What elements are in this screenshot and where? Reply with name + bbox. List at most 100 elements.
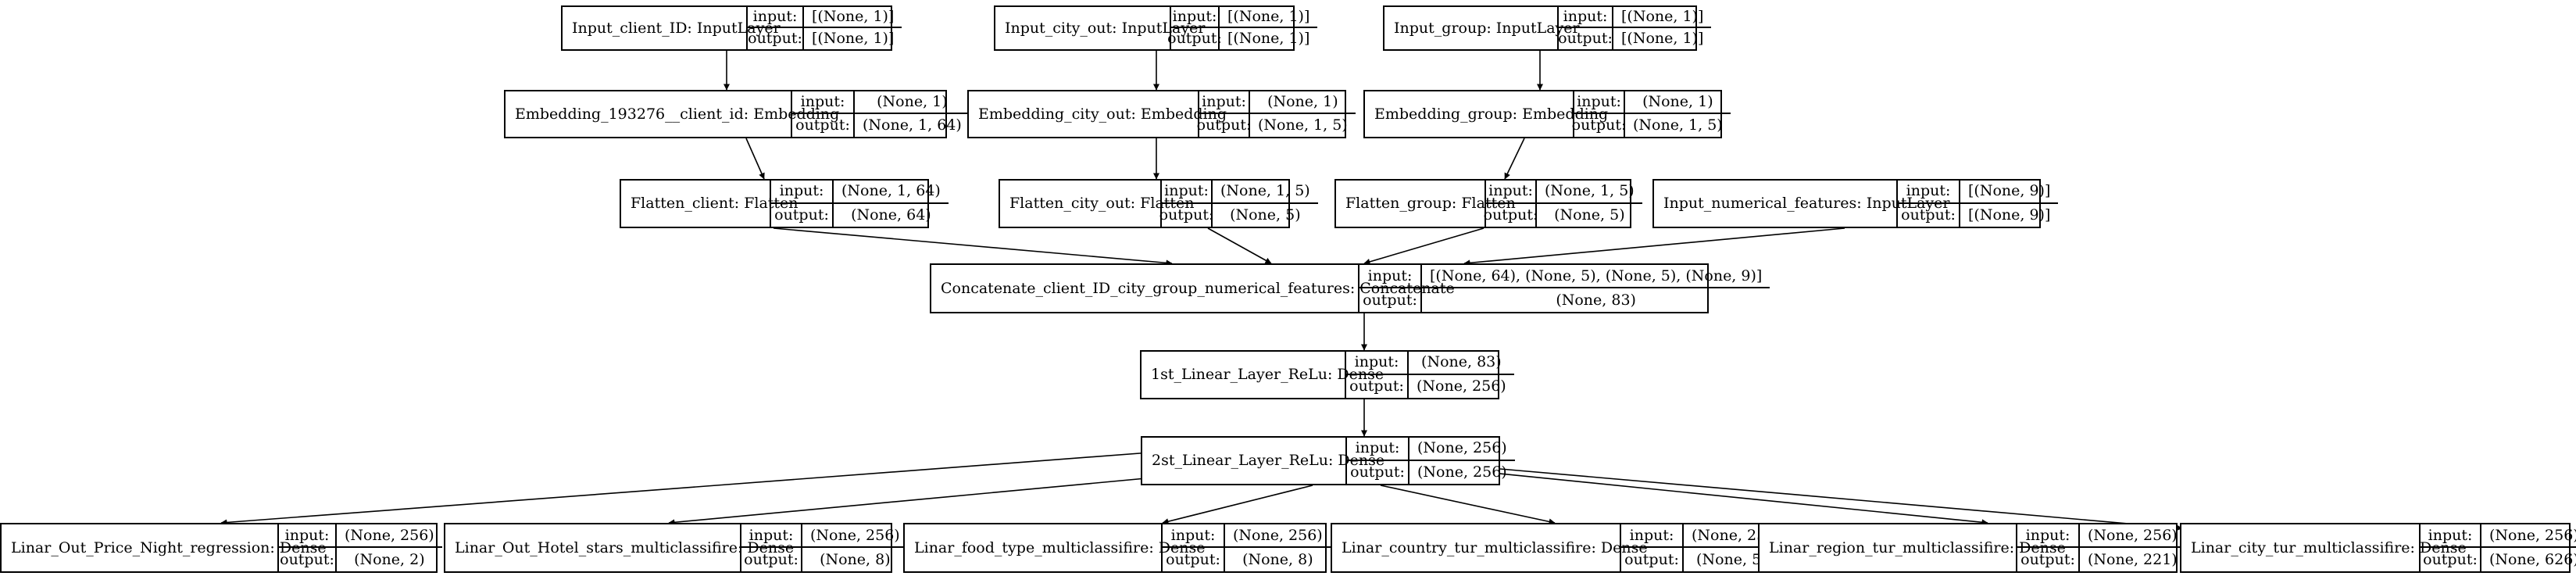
edge-flat-group-to-concat — [1363, 227, 1485, 265]
layer-label: Embedding_193276__client_id: Embedding — [506, 91, 839, 137]
input-key: input: — [279, 524, 337, 548]
edge-lin2-to-out-hotel — [668, 470, 1222, 526]
layer-label: Flatten_client: Flatten — [621, 181, 799, 227]
output-key: output: — [1572, 114, 1626, 137]
input-shape: [(None, 9)] — [1960, 181, 2059, 204]
output-shape: (None, 53) — [1696, 550, 1777, 568]
input-shape: (None, 256) — [2080, 524, 2185, 548]
output-key: output: — [279, 548, 337, 571]
output-shape: (None, 8) — [820, 550, 891, 568]
input-shape: [(None, 1)] — [804, 7, 902, 28]
output-key: output: — [1167, 28, 1222, 49]
input-key: input: — [771, 181, 834, 204]
layer-label: 2st_Linear_Layer_ReLu: Dense — [1142, 438, 1384, 484]
layer-label: Embedding_city_out: Embedding — [969, 91, 1227, 137]
output-shape: (None, 221) — [2088, 550, 2178, 568]
input-shape: [(None, 1)] — [1613, 7, 1712, 28]
layer-label: Linar_Out_Price_Night_regression: Dense — [2, 524, 327, 571]
input-shape: [(None, 1)] — [1220, 7, 1318, 28]
output-key: output: — [2017, 548, 2080, 571]
output-key: output: — [748, 28, 804, 49]
output-key: output: — [1163, 548, 1225, 571]
layer-node-out-hotel: Linar_Out_Hotel_stars_multiclassifire: D… — [444, 523, 908, 573]
edge-emb-client-to-flat-client — [745, 138, 765, 180]
edge-input-num-to-concat — [1463, 227, 1845, 267]
layer-label: Linar_city_tur_multiclassifire: Dense — [2181, 524, 2467, 571]
input-key: input: — [1559, 7, 1613, 28]
layer-label: Linar_region_tur_multiclassifire: Dense — [1760, 524, 2066, 571]
edge-lin2-to-out-region — [1476, 470, 1988, 526]
edge-flat-city-to-concat — [1207, 227, 1272, 264]
output-shape: [(None, 9)] — [1968, 206, 2051, 224]
input-key: input: — [1346, 352, 1409, 375]
output-shape: (None, 83) — [1556, 291, 1636, 309]
input-shape: (None, 256) — [337, 524, 442, 548]
output-key: output: — [1621, 548, 1684, 571]
input-shape: (None, 1, 64) — [834, 181, 949, 204]
layer-label: Flatten_city_out: Flatten — [1000, 181, 1195, 227]
input-shape: (None, 83) — [1409, 352, 1514, 375]
input-key: input: — [1163, 524, 1225, 548]
layer-label: Linar_Out_Hotel_stars_multiclassifire: D… — [445, 524, 794, 571]
output-shape: (None, 64) — [851, 206, 931, 224]
layer-node-out-country: Linar_country_tur_multiclassifire: Dense… — [1331, 523, 1789, 573]
layer-label: Concatenate_client_ID_city_group_numeric… — [931, 265, 1455, 312]
input-shape: (None, 1, 5) — [1537, 181, 1642, 204]
output-key: output: — [1484, 203, 1538, 227]
input-key: input: — [1359, 265, 1422, 288]
layer-label: Input_client_ID: InputLayer — [563, 7, 781, 49]
input-shape: (None, 1) — [855, 91, 970, 114]
input-shape: (None, 256) — [1225, 524, 1331, 548]
output-shape: (None, 1, 5) — [1258, 116, 1348, 134]
input-key: input: — [1162, 181, 1213, 204]
input-shape: (None, 256) — [1409, 438, 1515, 461]
edge-flat-client-to-concat — [773, 227, 1173, 267]
edge-lin2-to-out-city — [1499, 468, 2183, 531]
layer-label: Flatten_group: Flatten — [1336, 181, 1516, 227]
input-key: input: — [792, 91, 855, 114]
output-shape: [(None, 1)] — [812, 30, 895, 47]
output-shape: (None, 256) — [1417, 377, 1506, 395]
output-shape: (None, 1, 64) — [863, 116, 962, 134]
output-key: output: — [1346, 374, 1409, 398]
output-key: output: — [2421, 548, 2481, 571]
layer-label: Embedding_group: Embedding — [1365, 91, 1608, 137]
input-key: input: — [1898, 181, 1960, 204]
output-key: output: — [741, 548, 802, 571]
layer-label: Linar_country_tur_multiclassifire: Dense — [1332, 524, 1648, 571]
output-shape: (None, 8) — [1242, 550, 1313, 568]
output-shape: (None, 256) — [1417, 463, 1507, 481]
input-key: input: — [1347, 438, 1409, 461]
edge-lin2-to-out-food — [1162, 485, 1313, 525]
input-key: input: — [1574, 91, 1625, 114]
input-shape: (None, 1) — [1250, 91, 1356, 114]
input-shape: (None, 256) — [2481, 524, 2576, 548]
output-shape: (None, 2) — [354, 550, 425, 568]
output-key: output: — [771, 203, 834, 227]
input-shape: (None, 1) — [1625, 91, 1731, 114]
output-key: output: — [1197, 114, 1251, 137]
output-shape: [(None, 1)] — [1621, 30, 1704, 47]
input-key: input: — [1171, 7, 1220, 28]
output-key: output: — [1347, 460, 1409, 484]
input-key: input: — [748, 7, 804, 28]
output-shape: (None, 5) — [1230, 206, 1301, 224]
layer-label: Input_numerical_features: InputLayer — [1654, 181, 1950, 227]
output-key: output: — [1558, 28, 1613, 49]
edge-emb-group-to-flat-group — [1504, 138, 1525, 180]
output-key: output: — [1159, 203, 1213, 227]
